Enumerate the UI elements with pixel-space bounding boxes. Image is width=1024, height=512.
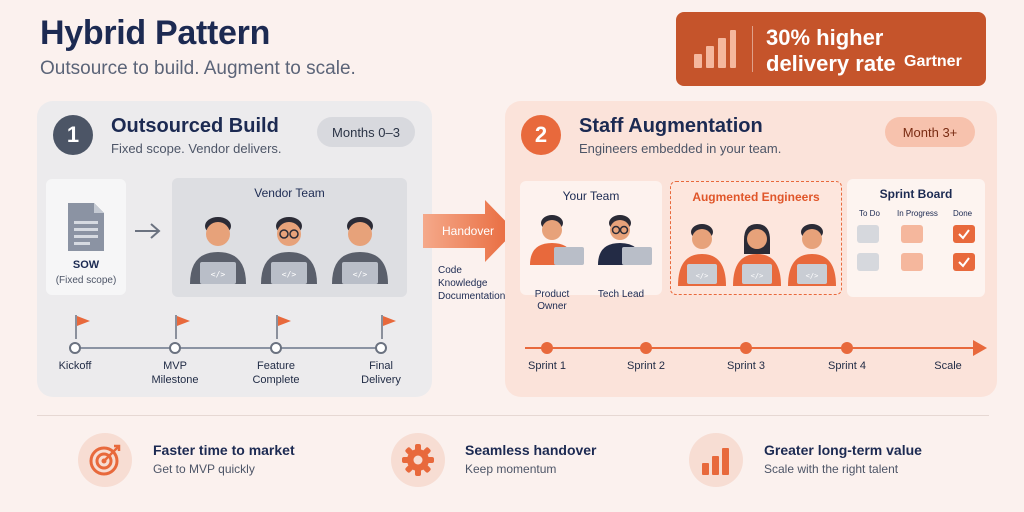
benefit-title: Faster time to market — [153, 442, 295, 458]
checkmark-icon — [953, 225, 975, 243]
svg-text:</>: </> — [211, 270, 226, 279]
target-icon — [78, 433, 132, 487]
handover-note: Knowledge — [438, 278, 488, 289]
benefit-subtitle: Keep momentum — [465, 462, 557, 476]
handover-note: Code — [438, 265, 462, 276]
stat-brand-logo: Gartner — [904, 53, 962, 70]
phase-1-number: 1 — [53, 115, 93, 155]
document-icon — [68, 203, 104, 251]
handover-note: Documentation — [438, 291, 506, 302]
phase-2-panel: 2 Staff Augmentation Engineers embedded … — [505, 101, 997, 397]
bar-chart-icon — [689, 433, 743, 487]
svg-text:</>: </> — [282, 270, 297, 279]
your-team-box: Your Team — [520, 181, 662, 295]
benefit-title: Greater long-term value — [764, 442, 922, 458]
sprint-board: Sprint Board To Do In Progress Done — [847, 179, 985, 297]
checkmark-icon — [953, 253, 975, 271]
phase-2-period-badge: Month 3+ — [885, 117, 975, 147]
benefit-title: Seamless handover — [465, 442, 597, 458]
svg-text:</>: </> — [353, 270, 368, 279]
sprint-label: Sprint 2 — [627, 360, 665, 372]
timeline-arrowhead-icon — [973, 340, 987, 356]
sprint-dot — [740, 342, 752, 354]
sprint-timeline — [525, 347, 980, 349]
arrow-right-icon — [135, 223, 161, 239]
page-title: Hybrid Pattern — [40, 14, 271, 52]
svg-text:</>: </> — [751, 272, 764, 280]
board-column-in-progress: In Progress — [897, 209, 938, 218]
developer-avatar-icon: </> — [190, 217, 246, 284]
developer-avatar-icon: </> — [261, 217, 317, 284]
svg-text:</>: </> — [696, 272, 709, 280]
page-subtitle: Outsource to build. Augment to scale. — [40, 58, 356, 79]
stat-headline: 30% higher delivery rate — [766, 25, 896, 76]
engineer-avatar-icon: </> — [733, 224, 781, 286]
your-team-title: Your Team — [562, 189, 620, 203]
phase-1-title: Outsourced Build — [111, 115, 279, 137]
phase-1-panel: 1 Outsourced Build Fixed scope. Vendor d… — [37, 101, 432, 397]
benefit-subtitle: Get to MVP quickly — [153, 462, 255, 476]
role-tech-lead: Tech Lead — [597, 289, 645, 300]
sprint-board-title: Sprint Board — [879, 187, 953, 201]
phase-2-number: 2 — [521, 115, 561, 155]
sow-card: SOW (Fixed scope) — [46, 179, 126, 295]
milestone-dot — [69, 342, 81, 354]
augmented-engineers-box: Augmented Engineers </> </> </> — [670, 181, 842, 295]
sprint-label: Sprint 1 — [528, 360, 566, 372]
board-card — [901, 253, 923, 271]
milestone-dot — [169, 342, 181, 354]
sprint-label: Sprint 4 — [828, 360, 866, 372]
role-product-owner: Product Owner — [534, 289, 570, 312]
handover-label: Handover — [441, 224, 495, 238]
sprint-dot — [541, 342, 553, 354]
handover-arrow-icon — [423, 200, 515, 262]
tech-lead-avatar-icon — [598, 215, 652, 265]
flag-icon — [175, 315, 190, 339]
sow-label: SOW — [72, 259, 100, 271]
stat-banner: 30% higher delivery rate Gartner — [676, 12, 986, 86]
sprint-dot — [640, 342, 652, 354]
milestone-dot — [270, 342, 282, 354]
phase-1-timeline — [75, 347, 381, 349]
sprint-label: Sprint 3 — [727, 360, 765, 372]
board-card — [901, 225, 923, 243]
board-card — [857, 225, 879, 243]
sow-sublabel: (Fixed scope) — [55, 275, 117, 286]
gear-icon — [391, 433, 445, 487]
milestone-dot — [375, 342, 387, 354]
phase-1-subtitle: Fixed scope. Vendor delivers. — [111, 141, 282, 156]
benefit-subtitle: Scale with the right talent — [764, 462, 899, 476]
flag-icon — [381, 315, 396, 339]
board-column-done: Done — [953, 209, 973, 218]
product-owner-avatar-icon — [530, 215, 584, 265]
svg-text:</>: </> — [806, 272, 819, 280]
phase-2-subtitle: Engineers embedded in your team. — [579, 141, 782, 156]
flag-icon — [276, 315, 291, 339]
stat-divider — [752, 26, 753, 72]
bar-chart-icon — [694, 30, 736, 68]
engineer-avatar-icon: </> — [678, 224, 726, 286]
sprint-label: Scale — [934, 360, 962, 372]
phase-2-title: Staff Augmentation — [579, 115, 763, 137]
handover-notes: Code Knowledge Documentation — [438, 264, 505, 303]
board-card — [857, 253, 879, 271]
developer-avatar-icon: </> — [332, 217, 388, 284]
vendor-team-box: Vendor Team </> </> </> — [172, 178, 407, 297]
engineer-avatar-icon: </> — [788, 224, 836, 286]
augmented-engineers-title: Augmented Engineers — [692, 190, 820, 204]
vendor-team-title: Vendor Team — [254, 186, 325, 200]
flag-icon — [75, 315, 90, 339]
milestone-label: Kickoff — [58, 360, 92, 372]
board-column-todo: To Do — [859, 209, 880, 218]
sprint-dot — [841, 342, 853, 354]
phase-1-period-badge: Months 0–3 — [317, 117, 415, 147]
section-divider — [37, 415, 989, 416]
